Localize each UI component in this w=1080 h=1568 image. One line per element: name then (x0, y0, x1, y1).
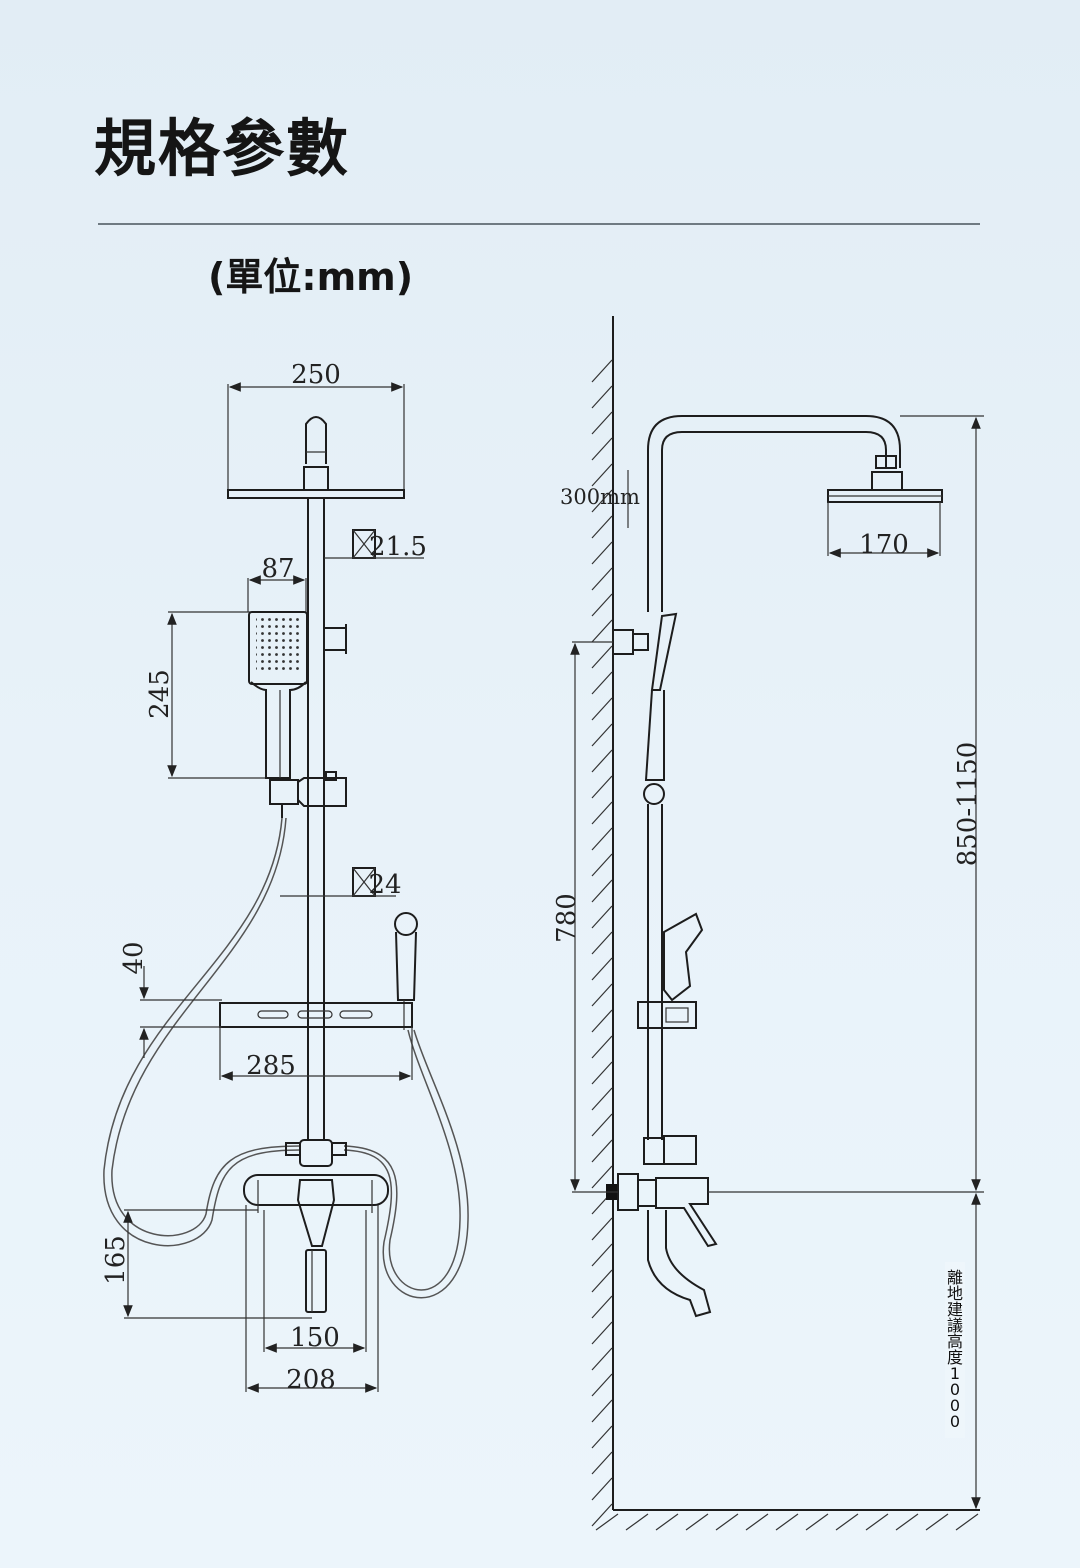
dim-label-780: 780 (552, 893, 582, 943)
floor-note-char: 高 (947, 1332, 963, 1351)
rain-shower-head (227, 416, 405, 499)
floor-note-char: 0 (950, 1380, 960, 1399)
dim-label-250: 250 (291, 360, 341, 390)
side-shelf (637, 1001, 697, 1029)
dim-height-range: 850-1150 (708, 415, 984, 1193)
front-view: 250 21.5 87 (101, 360, 469, 1395)
dim-shelf-width: 285 (219, 1027, 413, 1081)
slider-holder (269, 771, 347, 818)
dim-shelf-height: 40 (119, 941, 222, 1058)
side-hand-shower (643, 612, 678, 1140)
dim-label-87: 87 (261, 554, 294, 584)
page-title: 規格參數 (94, 112, 351, 185)
side-view: 300mm 170 (552, 316, 984, 1531)
mixer-valve (243, 1139, 389, 1313)
dim-inlet-spacing: 150 (263, 1210, 367, 1353)
shower-bar (307, 498, 325, 1140)
soap-shelf (219, 1002, 413, 1028)
floor-note-char: 0 (950, 1396, 960, 1415)
floor-note-char: 地 (947, 1284, 963, 1303)
dim-label-170: 170 (859, 530, 909, 560)
unit-label: (單位:mm) (208, 255, 414, 299)
dim-hand-width: 87 (247, 554, 307, 612)
dim-label-285: 285 (246, 1051, 296, 1081)
dim-label-245: 245 (145, 669, 175, 719)
side-riser (647, 415, 943, 612)
dim-label-208: 208 (286, 1365, 336, 1395)
floor-note-char: 度 (947, 1348, 963, 1367)
dim-label-300mm: 300mm (560, 485, 640, 509)
side-bidet-spray (663, 912, 704, 1002)
dim-head-offset: 300mm (560, 470, 640, 528)
floor-note-char: 建 (947, 1300, 963, 1319)
bidet-spray (394, 912, 418, 1030)
wall-hatch (591, 359, 613, 1527)
dim-bar-diameter: 21.5 (324, 529, 427, 562)
dim-head-width: 250 (227, 360, 405, 497)
dim-mixer-height: 165 (101, 1209, 312, 1319)
wall-bracket-top (612, 629, 649, 655)
dim-head-depth: 170 (827, 502, 941, 560)
dim-label-150: 150 (290, 1323, 340, 1353)
floor-note-char: 離 (947, 1268, 963, 1287)
dim-label-850-1150: 850-1150 (953, 742, 983, 867)
floor-hatch (595, 1513, 979, 1531)
dim-hand-length: 245 (145, 611, 270, 779)
floor-note-char: 議 (947, 1316, 963, 1335)
dim-label-21.5: 21.5 (369, 532, 427, 562)
dim-mixer-width: 208 (245, 1205, 379, 1395)
dim-label-40: 40 (119, 941, 149, 974)
dim-lower-diameter: 24 (280, 867, 402, 900)
title-divider (98, 223, 980, 225)
dim-bar-length: 780 (552, 641, 618, 1193)
dim-label-24: 24 (368, 870, 401, 900)
hand-shower (248, 611, 308, 779)
side-mixer (606, 1135, 718, 1318)
hose (103, 817, 469, 1299)
dim-label-165: 165 (101, 1235, 131, 1285)
floor-note-char: 1 (950, 1364, 960, 1383)
bar-bracket (323, 624, 347, 654)
floor-note-char: 0 (950, 1412, 960, 1431)
